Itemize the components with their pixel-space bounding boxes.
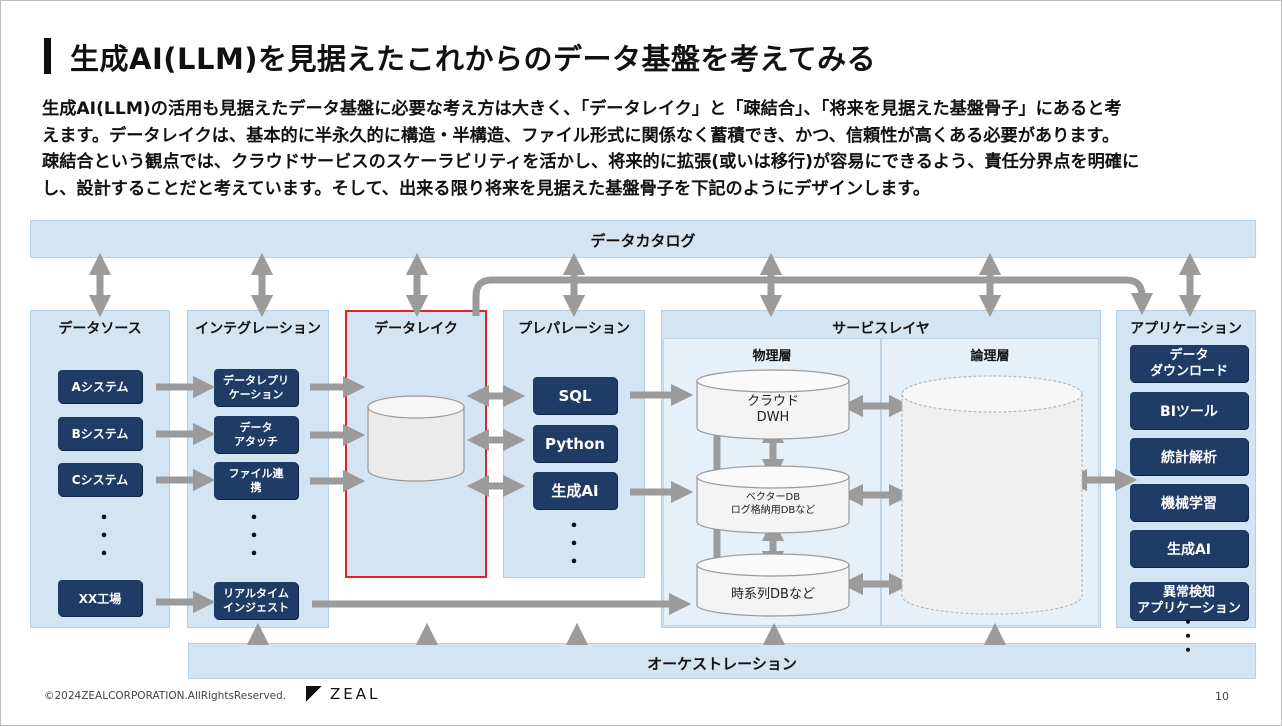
prep-chip-sql: SQL — [533, 377, 617, 414]
integration-chip-file: ファイル連 携 — [214, 462, 298, 499]
datasource-chip-a: Aシステム — [58, 370, 142, 403]
prep-chip-genai: 生成AI — [533, 472, 617, 509]
app-chip-bi: BIツール — [1130, 392, 1248, 429]
data-catalog-label: データカタログ — [590, 232, 696, 250]
integration-label: インテグレーション — [195, 321, 321, 337]
application-ellipsis: ・ ・ ・ — [1179, 613, 1196, 660]
app-chip-genai: 生成AI — [1130, 530, 1248, 567]
orchestration-label: オーケストレーション — [647, 655, 797, 673]
prep-chip-python: Python — [533, 425, 617, 462]
page-number: 10 — [1215, 690, 1229, 703]
data-catalog-bar: データカタログ — [30, 220, 1256, 258]
vector-db-label: ベクターDB ログ格納用DBなど — [730, 492, 816, 516]
logical-cylinder — [901, 375, 1083, 615]
zeal-logo: ZEAL — [306, 685, 380, 703]
copyright: ©2024ZEALCORPORATION.AllRightsReserved. — [44, 690, 287, 702]
application-label: アプリケーション — [1130, 321, 1242, 337]
datasource-chip-xx: XX工場 — [58, 580, 142, 616]
app-chip-ml: 機械学習 — [1130, 484, 1248, 521]
integration-ellipsis: ・ ・ ・ — [245, 508, 263, 565]
title-accent-bar — [44, 38, 51, 74]
dwh-cylinder — [696, 369, 850, 440]
dwh-label: クラウド DWH — [746, 394, 799, 425]
datasource-chip-c: Cシステム — [58, 463, 142, 496]
datasource-label: データソース — [58, 321, 142, 337]
integration-chip-attach: データ アタッチ — [214, 416, 298, 453]
app-chip-stats: 統計解析 — [1130, 438, 1248, 475]
integration-chip-realtime: リアルタイム インジェスト — [214, 582, 298, 619]
arrow-datalake-to-application — [472, 276, 1154, 316]
preparation-ellipsis: ・ ・ ・ — [565, 516, 583, 573]
orchestration-bar: オーケストレーション — [188, 643, 1256, 679]
physical-layer-label: 物理層 — [752, 349, 792, 364]
body-line: 疎結合という観点では、クラウドサービスのスケーラビリティを活かし、将来的に拡張(… — [42, 152, 1140, 172]
zeal-logo-mark-icon — [306, 686, 322, 702]
datasource-ellipsis: ・ ・ ・ — [95, 508, 113, 565]
service-layer-label: サービスレイヤ — [832, 321, 930, 337]
body-line: し、設計することだと考えています。そして、出来る限り将来を見据えた基盤骨子を下記… — [42, 178, 931, 199]
zeal-logo-text: ZEAL — [330, 685, 381, 703]
timeseries-db-label: 時系列DBなど — [731, 587, 815, 602]
vector-db-cylinder — [696, 465, 850, 534]
slide-title: 生成AI(LLM)を見据えたこれからのデータ基盤を考えてみる — [70, 42, 877, 76]
datalake-label: データレイク — [374, 321, 458, 337]
datasource-chip-b: Bシステム — [58, 417, 142, 450]
logical-layer-label: 論理層 — [970, 349, 1010, 364]
body-line: 生成AI(LLM)の活用も見据えたデータ基盤に必要な考え方は大きく、「データレイ… — [42, 99, 1122, 119]
preparation-label: プレパレーション — [518, 321, 630, 337]
body-line: えます。データレイクは、基本的に半永久的に構造・半構造、ファイル形式に関係なく蓄… — [42, 125, 1120, 146]
body-text: 生成AI(LLM)の活用も見据えたデータ基盤に必要な考え方は大きく、「データレイ… — [42, 96, 1252, 202]
datalake-cylinder — [367, 395, 465, 482]
integration-chip-replication: データレプリ ケーション — [214, 369, 298, 406]
timeseries-db-cylinder — [696, 553, 850, 617]
app-chip-download: データ ダウンロード — [1130, 345, 1248, 382]
app-chip-anomaly: 異常検知 アプリケーション — [1130, 582, 1248, 620]
